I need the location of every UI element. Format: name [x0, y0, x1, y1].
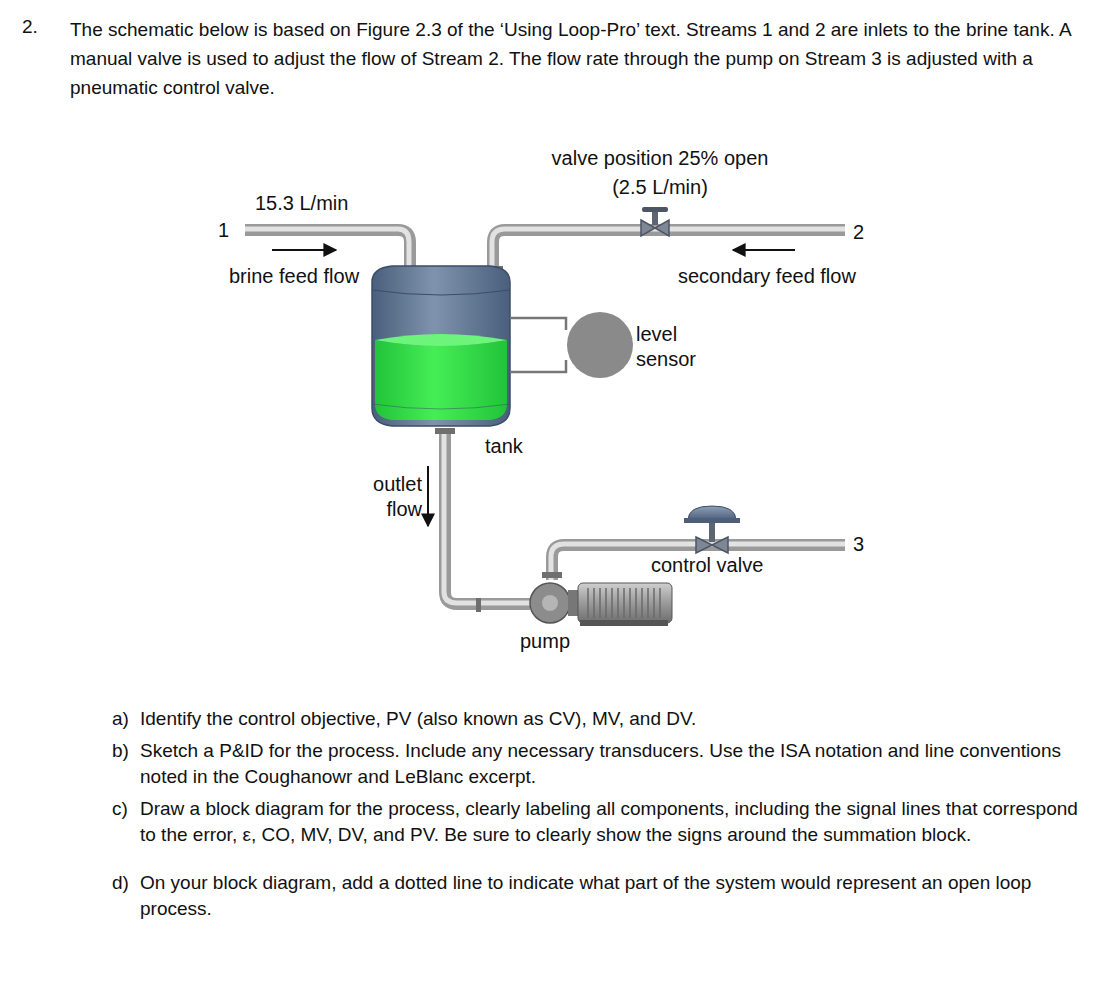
- level-sensor-symbol: [510, 312, 633, 378]
- brine-tank: [372, 266, 510, 426]
- illustration-part: [588, 588, 660, 618]
- illustration-part: [605, 588, 607, 618]
- illustration-part: [684, 518, 740, 523]
- question-part: Sketch a P&ID for the process. Include a…: [140, 738, 1090, 790]
- illustration-part: [444, 432, 530, 603]
- illustration-part: [642, 207, 668, 212]
- part-letter: c): [112, 796, 128, 822]
- question-part: Identify the control objective, PV (also…: [140, 706, 1090, 732]
- illustration-part: [647, 588, 649, 618]
- illustration-part: [372, 266, 510, 426]
- illustration-part: [653, 588, 655, 618]
- illustration-part: [580, 620, 668, 626]
- illustration-part: [593, 588, 595, 618]
- question-part: On your block diagram, add a dotted line…: [140, 870, 1090, 922]
- stream-number: 3: [853, 532, 864, 557]
- illustration-part: [623, 588, 625, 618]
- part-letter: d): [112, 870, 129, 896]
- illustration-part: [542, 595, 558, 611]
- illustration-part: [652, 211, 658, 225]
- stream-name: brine feed flow: [229, 264, 359, 289]
- equipment-label: pump: [520, 629, 570, 654]
- question-part: Draw a block diagram for the process, cl…: [140, 796, 1090, 848]
- illustration-part: [427, 466, 429, 526]
- illustration-part: [578, 583, 672, 623]
- question-number: 2.: [22, 15, 38, 39]
- part-letter: b): [112, 738, 129, 764]
- valve-note: valve position 25% open: [530, 146, 790, 171]
- illustration-part: [629, 588, 631, 618]
- illustration-part: [510, 318, 566, 372]
- sensor-label: level sensor: [636, 322, 710, 372]
- illustration-part: [372, 290, 510, 295]
- illustration-part: [617, 588, 619, 618]
- stream-name: secondary feed flow: [678, 264, 856, 289]
- flow-rate: 15.3 L/min: [255, 191, 348, 216]
- illustration-part: [372, 404, 510, 409]
- illustration-part: [587, 588, 589, 618]
- illustration-part: [641, 588, 643, 618]
- stream-name: outlet flow: [350, 472, 422, 522]
- pump-symbol: [530, 583, 672, 626]
- stream-number: 1: [218, 218, 229, 243]
- illustration-part: [599, 588, 601, 618]
- flow-rate: (2.5 L/min): [530, 175, 790, 200]
- illustration-part: [635, 588, 637, 618]
- illustration-part: [375, 340, 507, 420]
- illustration-part: [375, 334, 507, 346]
- illustration-part: [245, 230, 410, 268]
- equipment-label: tank: [485, 434, 523, 459]
- stream-number: 2: [853, 220, 864, 245]
- illustration-part: [245, 229, 409, 268]
- question-text: The schematic below is based on Figure 2…: [70, 15, 1095, 102]
- part-letter: a): [112, 706, 129, 732]
- manual-valve: [641, 207, 669, 236]
- flow-arrows: [272, 250, 795, 526]
- illustration-part: [567, 312, 633, 378]
- illustration-part: [445, 432, 530, 604]
- illustration-part: [611, 588, 613, 618]
- control-valve: [684, 506, 740, 553]
- illustration-part: [542, 572, 562, 578]
- illustration-part: [530, 583, 570, 623]
- illustration-part: [568, 590, 578, 616]
- illustration-part: [476, 598, 481, 612]
- illustration-part: [435, 428, 455, 434]
- equipment-label: control valve: [651, 553, 763, 578]
- illustration-part: [272, 249, 336, 251]
- illustration-part: [659, 588, 661, 618]
- illustration-part: [733, 249, 795, 251]
- illustration-part: [688, 506, 736, 520]
